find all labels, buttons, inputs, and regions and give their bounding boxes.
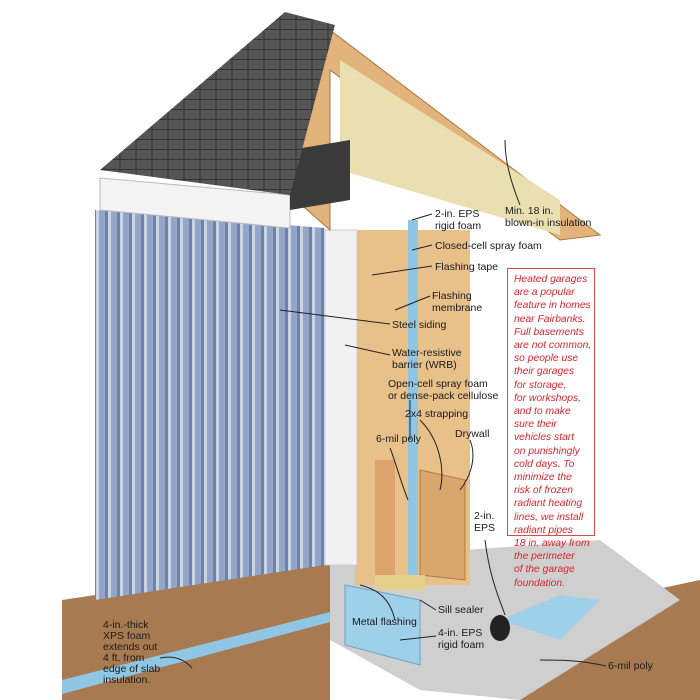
label-2in-eps-slab: 2-in. EPS xyxy=(474,510,496,534)
label-xps-foam: 4-in.-thick XPS foam extends out 4 ft. f… xyxy=(103,619,161,686)
stud xyxy=(375,460,395,580)
drain-pipe xyxy=(490,615,510,641)
label-4in-eps-rigid-foam: 4-in. EPS rigid foam xyxy=(438,627,485,651)
xps-foam xyxy=(62,612,330,694)
label-metal-flashing: Metal flashing xyxy=(352,616,417,628)
label-2x4-strapping: 2x4 strapping xyxy=(405,408,469,420)
label-steel-siding: Steel siding xyxy=(392,319,447,331)
attic-insulation xyxy=(340,60,560,235)
drywall-strapping xyxy=(419,469,466,581)
label-wrb: Water-resistive barrier (WRB) xyxy=(392,347,462,371)
foundation-foam xyxy=(344,584,421,666)
roof-shingles xyxy=(100,12,335,195)
callout-note: Heated garages are a popular feature in … xyxy=(507,268,595,589)
label-flashing-tape: Flashing tape xyxy=(435,261,499,273)
label-6mil-poly-wall: 6-mil poly xyxy=(376,433,421,445)
label-closed-cell-spray-foam: Closed-cell spray foam xyxy=(435,240,542,252)
label-flashing-membrane: Flashing membrane xyxy=(432,290,483,314)
wall-foam xyxy=(408,220,418,580)
label-blown-in-insulation: Min. 18 in. blown-in insulation xyxy=(505,205,592,229)
label-sill-sealer: Sill sealer xyxy=(438,604,484,616)
label-6mil-poly-slab: 6-mil poly xyxy=(608,660,653,672)
label-2in-eps-rigid-foam: 2-in. EPS rigid foam xyxy=(435,208,482,232)
steel-siding xyxy=(95,210,325,600)
leader-lines xyxy=(159,139,607,669)
gutter xyxy=(99,177,291,229)
label-drywall: Drywall xyxy=(455,428,490,440)
label-open-cell-spray-foam: Open-cell spray foam or dense-pack cellu… xyxy=(388,378,499,402)
sill-plate xyxy=(375,575,425,590)
ceiling-board xyxy=(290,140,350,210)
slab-edge-foam xyxy=(500,595,600,640)
wrb xyxy=(324,229,358,566)
